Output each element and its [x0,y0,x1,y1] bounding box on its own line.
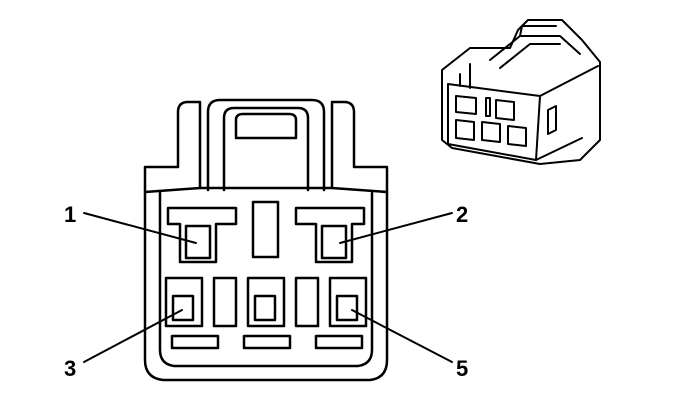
leader-line-pin-5 [351,309,453,363]
pin-4-cavity [246,276,286,328]
pin-label-1: 1 [64,202,76,227]
pin-label-5: 5 [456,356,468,381]
connector-latch-tab [234,112,298,140]
pin-1-cavity [166,206,238,264]
connector-housing-inner [158,191,374,368]
iso-cavities [455,95,527,147]
iso-ribs [459,63,557,135]
pin-1-terminal [184,224,212,260]
pin-5-terminal [335,294,359,322]
connector-housing-outline [143,100,389,382]
leader-lines [83,212,453,363]
iso-front-face [447,83,541,161]
connector-latch [206,98,326,192]
pin-label-2: 2 [456,202,468,227]
pin-3-terminal [171,294,195,322]
leader-line-pin-1 [83,212,197,244]
connector-face-view [143,98,389,382]
divider-right [294,276,320,328]
connector-top-rail [143,186,389,194]
bottom-slot-right [314,334,364,350]
iso-side-face [535,65,599,161]
leader-line-pin-2 [339,212,453,244]
pin-5-cavity [328,276,368,328]
pin-2-cavity [294,206,366,264]
iso-latch [489,25,581,69]
divider-left [212,276,238,328]
connector-isometric-view [441,19,601,165]
pin-4-terminal [253,294,277,322]
iso-housing-outline [441,19,601,165]
pin-3-cavity [164,276,204,328]
center-key [251,200,280,259]
bottom-slot-center [242,334,292,350]
bottom-slot-left [170,334,220,350]
pin-label-3: 3 [64,356,76,381]
leader-line-pin-3 [83,309,183,363]
